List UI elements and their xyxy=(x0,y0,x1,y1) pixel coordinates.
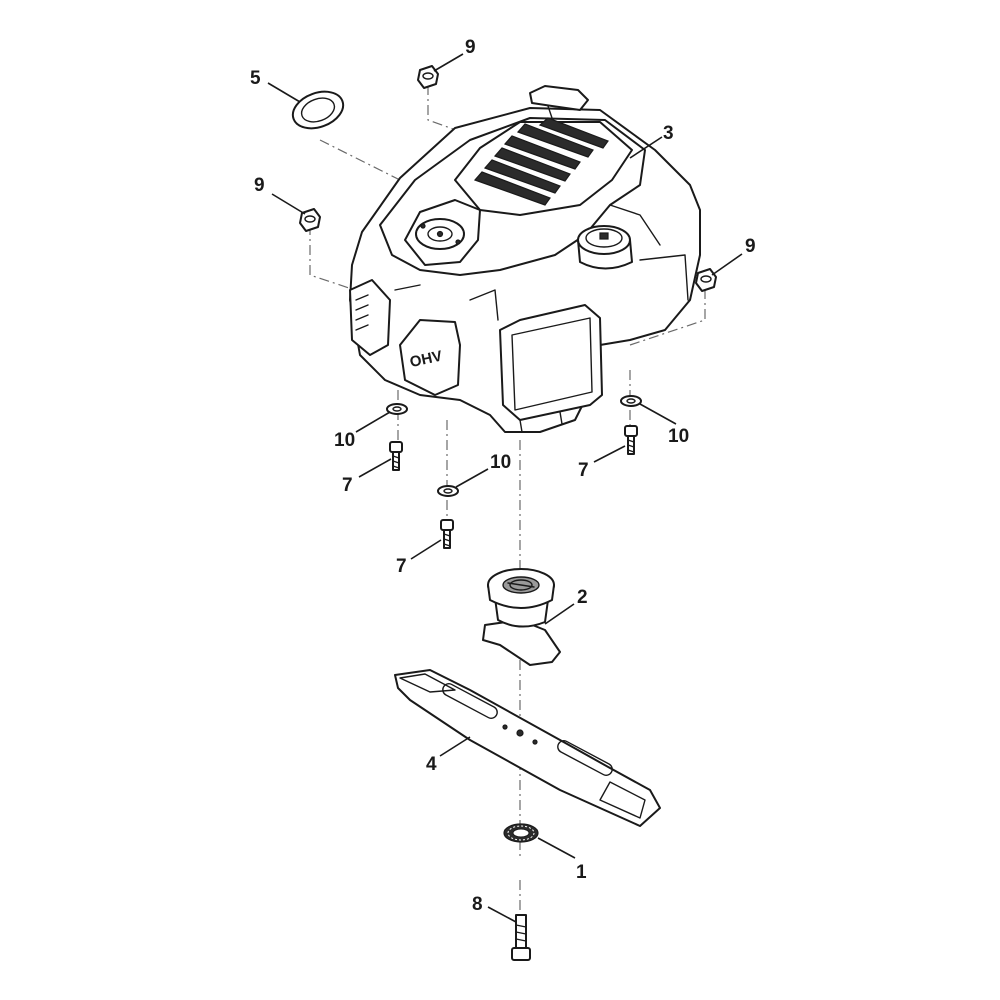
callout-labels: 5 9 9 3 9 10 10 10 7 7 7 2 4 1 8 xyxy=(250,37,756,915)
engine: OHV xyxy=(349,85,701,433)
mower-blade xyxy=(394,669,661,827)
bolt-left xyxy=(389,441,403,471)
callout-4: 4 xyxy=(426,754,437,775)
bolt-center xyxy=(440,519,454,549)
callout-1: 1 xyxy=(576,862,587,883)
callout-5: 5 xyxy=(250,68,261,89)
ohv-badge: OHV xyxy=(408,348,443,371)
callout-8: 8 xyxy=(472,894,483,915)
washer-right xyxy=(620,395,642,407)
callout-2: 2 xyxy=(577,587,588,608)
blade-adapter xyxy=(482,568,561,666)
washer-center xyxy=(437,485,459,497)
blade-bolt xyxy=(511,914,531,961)
muffler xyxy=(349,279,391,356)
callout-10-left: 10 xyxy=(334,430,355,451)
callout-7-right: 7 xyxy=(578,460,589,481)
air-filter xyxy=(499,304,603,433)
gasket-ring xyxy=(291,90,345,130)
callout-9-top: 9 xyxy=(465,37,476,58)
shroud-grille xyxy=(473,117,609,206)
nut-right xyxy=(695,268,717,292)
fuel-cap xyxy=(577,225,633,270)
bolt-right xyxy=(624,425,638,455)
callout-3: 3 xyxy=(663,123,674,144)
ohv-cover: OHV xyxy=(399,319,461,396)
callout-7-left: 7 xyxy=(342,475,353,496)
callout-10-right: 10 xyxy=(668,426,689,447)
starter-handle xyxy=(529,85,589,119)
callout-7-center: 7 xyxy=(396,556,407,577)
washer-left xyxy=(386,403,408,415)
callout-9-right: 9 xyxy=(745,236,756,257)
serrated-washer xyxy=(503,823,539,843)
callout-9-left: 9 xyxy=(254,175,265,196)
leader-lines xyxy=(267,53,743,923)
starter-cup xyxy=(404,199,481,266)
nut-top xyxy=(417,65,439,89)
callout-10-center: 10 xyxy=(490,452,511,473)
nut-left xyxy=(299,208,321,232)
